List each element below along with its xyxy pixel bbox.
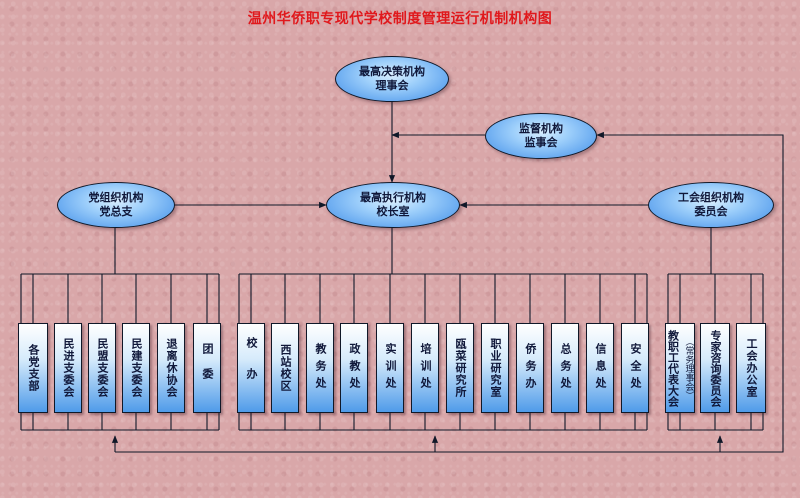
union-unit-congress: 教职工代表大会 （常务理事会） xyxy=(665,323,695,413)
exec-unit: 瓯菜研究所 xyxy=(446,323,474,413)
union-unit-office: 工会办公室 xyxy=(736,323,766,413)
party-unit: 各党支部 xyxy=(18,323,48,413)
exec-unit: 实训处 xyxy=(376,323,404,413)
chart-title: 温州华侨职专现代学校制度管理运行机制机构图 xyxy=(247,11,553,27)
exec-unit: 信息处 xyxy=(586,323,614,413)
exec-unit: 培训处 xyxy=(411,323,439,413)
exec-unit: 政教处 xyxy=(340,323,368,413)
node-union: 工会组织机构 委员会 xyxy=(648,182,774,228)
party-unit: 民进支委会 xyxy=(54,323,82,413)
node-party-line2: 党总支 xyxy=(99,205,133,218)
node-party: 党组织机构 党总支 xyxy=(57,182,175,228)
node-top-decision: 最高决策机构 理事会 xyxy=(335,56,449,102)
exec-unit: 西站校区 xyxy=(271,323,299,413)
party-unit: 退离休协会 xyxy=(157,323,185,413)
union-congress-col2: （常务理事会） xyxy=(683,336,694,400)
node-party-line1: 党组织机构 xyxy=(88,191,144,204)
node-executive-line2: 校长室 xyxy=(376,205,410,218)
connector-feedback-loop xyxy=(596,131,784,453)
exec-unit: 总务处 xyxy=(551,323,579,413)
party-unit: 民建支委会 xyxy=(122,323,150,413)
node-supervision: 监督机构 监事会 xyxy=(485,113,597,159)
node-union-line2: 委员会 xyxy=(694,205,728,218)
node-executive-line1: 最高执行机构 xyxy=(360,191,426,204)
exec-unit: 侨务办 xyxy=(516,323,544,413)
exec-unit: 校办 xyxy=(237,323,265,413)
node-top-line2: 理事会 xyxy=(375,79,409,92)
party-unit: 团委 xyxy=(193,323,221,413)
node-executive: 最高执行机构 校长室 xyxy=(326,182,460,228)
exec-unit: 教务处 xyxy=(306,323,334,413)
union-congress-col1: 教职工代表大会 xyxy=(666,329,680,407)
exec-unit: 安全处 xyxy=(621,323,649,413)
node-supervision-line1: 监督机构 xyxy=(519,122,563,135)
union-unit-advisory: 专家咨询委员会 xyxy=(700,323,730,413)
node-union-line1: 工会组织机构 xyxy=(678,191,744,204)
node-top-line1: 最高决策机构 xyxy=(359,65,425,78)
exec-unit: 职业研究室 xyxy=(481,323,509,413)
node-supervision-line2: 监事会 xyxy=(524,136,558,149)
party-unit: 民盟支委会 xyxy=(88,323,116,413)
